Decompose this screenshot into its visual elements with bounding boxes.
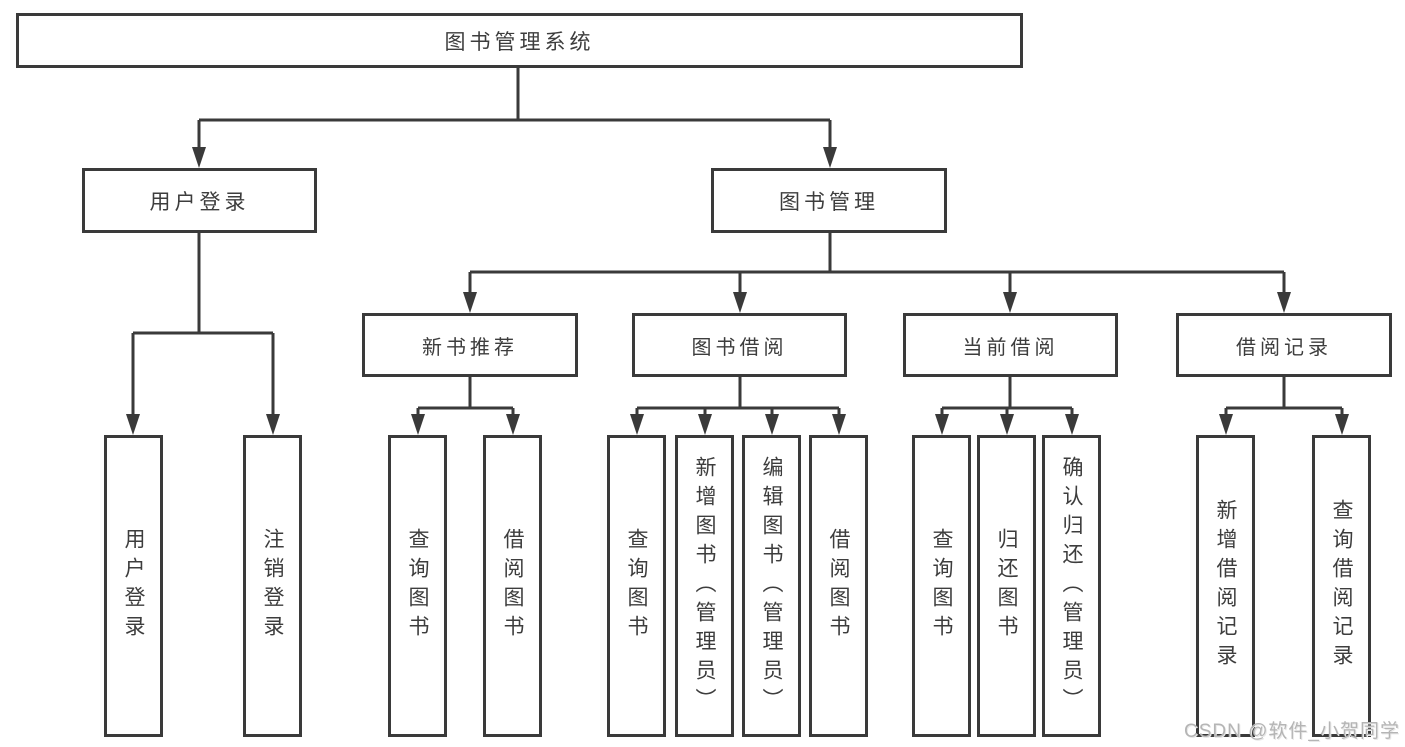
leaf-logout: 注销登录 — [243, 435, 302, 737]
leaf-user-login-label: 用户登录 — [122, 528, 146, 644]
leaf-query-book-2: 查询图书 — [607, 435, 666, 737]
leaf-return-book: 归还图书 — [977, 435, 1036, 737]
leaf-query-book-1: 查询图书 — [388, 435, 447, 737]
node-book-borrow: 图书借阅 — [632, 313, 847, 377]
node-current-borrow-label: 当前借阅 — [962, 336, 1059, 359]
leaf-query-book-3: 查询图书 — [912, 435, 971, 737]
leaf-add-borrow-record: 新增借阅记录 — [1196, 435, 1255, 737]
node-current-borrow: 当前借阅 — [903, 313, 1118, 377]
node-new-book-recommend: 新书推荐 — [362, 313, 578, 377]
node-user-login-label: 用户登录 — [149, 190, 250, 214]
node-book-management-branch: 图书管理 — [711, 168, 947, 233]
leaf-add-book-admin-label: 新增图书（管理员） — [693, 455, 717, 717]
leaf-edit-book-admin: 编辑图书（管理员） — [742, 435, 801, 737]
csdn-watermark: CSDN @软件_小贺同学 — [1184, 721, 1400, 742]
node-borrow-record: 借阅记录 — [1176, 313, 1392, 377]
node-book-management-label: 图书管理 — [779, 190, 879, 214]
node-root-system: 图书管理系统 — [16, 13, 1023, 68]
leaf-query-book-1-label: 查询图书 — [406, 528, 430, 644]
leaf-return-book-label: 归还图书 — [995, 528, 1019, 644]
leaf-add-book-admin: 新增图书（管理员） — [675, 435, 734, 737]
node-user-login-branch: 用户登录 — [82, 168, 317, 233]
leaf-edit-book-admin-label: 编辑图书（管理员） — [760, 455, 784, 717]
leaf-confirm-return-admin: 确认归还（管理员） — [1042, 435, 1101, 737]
leaf-query-borrow-record-label: 查询借阅记录 — [1330, 499, 1354, 673]
node-borrow-record-label: 借阅记录 — [1236, 336, 1332, 359]
node-root-label: 图书管理系统 — [444, 30, 595, 54]
node-new-book-recommend-label: 新书推荐 — [422, 336, 518, 359]
leaf-confirm-return-admin-label: 确认归还（管理员） — [1060, 455, 1084, 717]
leaf-query-book-3-label: 查询图书 — [930, 528, 954, 644]
leaf-query-borrow-record: 查询借阅记录 — [1312, 435, 1371, 737]
leaf-borrow-book-1-label: 借阅图书 — [501, 528, 525, 644]
leaf-query-book-2-label: 查询图书 — [625, 528, 649, 644]
leaf-borrow-book-1: 借阅图书 — [483, 435, 542, 737]
leaf-borrow-book-2-label: 借阅图书 — [827, 528, 851, 644]
leaf-logout-label: 注销登录 — [261, 528, 285, 644]
leaf-add-borrow-record-label: 新增借阅记录 — [1214, 499, 1238, 673]
node-book-borrow-label: 图书借阅 — [691, 336, 788, 359]
leaf-user-login: 用户登录 — [104, 435, 163, 737]
leaf-borrow-book-2: 借阅图书 — [809, 435, 868, 737]
